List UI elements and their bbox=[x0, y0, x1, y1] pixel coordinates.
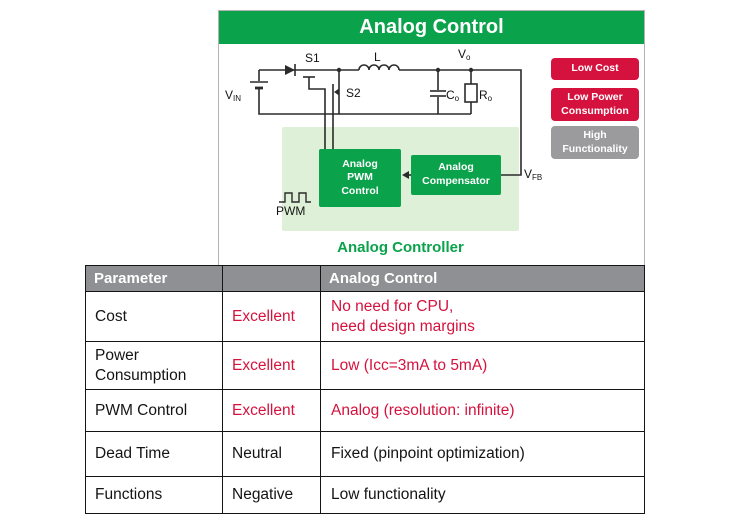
detail-cell: Fixed (pinpoint optimization) bbox=[320, 431, 645, 477]
rating-cell: Excellent bbox=[222, 389, 321, 432]
analog-compensator-block: Analog Compensator bbox=[411, 155, 501, 195]
vin-main: V bbox=[225, 88, 234, 102]
table-header-row: Parameter Analog Control bbox=[85, 265, 645, 292]
co-main: C bbox=[446, 88, 455, 102]
col-header-analog-control: Analog Control bbox=[320, 265, 645, 292]
high-functionality-badge: High Functionality bbox=[551, 126, 639, 159]
analog-pwm-control-block: Analog PWM Control bbox=[319, 149, 401, 207]
co-sub: o bbox=[454, 94, 460, 103]
detail-cell: Analog (resolution: infinite) bbox=[320, 389, 645, 432]
low-cost-badge: Low Cost bbox=[551, 58, 639, 80]
co-label: Co bbox=[446, 88, 459, 103]
vin-label: VIN bbox=[225, 88, 241, 103]
inductor-label: L bbox=[374, 50, 381, 64]
col-header-rating bbox=[222, 265, 321, 292]
vfb-sub: FB bbox=[532, 173, 543, 182]
param-cell: Functions bbox=[85, 476, 223, 514]
vfb-main: V bbox=[524, 167, 533, 181]
detail-cell: Low (Icc=3mA to 5mA) bbox=[320, 341, 645, 390]
ro-label: Ro bbox=[479, 88, 492, 103]
pwm-label: PWM bbox=[276, 204, 306, 218]
table-row-cost: Cost Excellent No need for CPU, need des… bbox=[85, 291, 645, 342]
rating-cell: Negative bbox=[222, 476, 321, 514]
ro-sub: o bbox=[487, 94, 493, 103]
detail-cell: Low functionality bbox=[320, 476, 645, 514]
analog-control-panel: Analog Control bbox=[218, 10, 645, 265]
panel-title: Analog Control bbox=[219, 11, 644, 44]
col-header-parameter: Parameter bbox=[85, 265, 223, 292]
param-cell: Power Consumption bbox=[85, 341, 223, 390]
vfb-label: VFB bbox=[524, 167, 542, 182]
rating-cell: Excellent bbox=[222, 291, 321, 342]
vo-label: Vo bbox=[458, 47, 470, 62]
table-row-power-consumption: Power Consumption Excellent Low (Icc=3mA… bbox=[85, 341, 645, 390]
analog-controller-caption: Analog Controller bbox=[337, 239, 464, 256]
ro-main: R bbox=[479, 88, 488, 102]
vin-sub: IN bbox=[233, 94, 242, 103]
rating-cell: Excellent bbox=[222, 341, 321, 390]
s1-label: S1 bbox=[305, 51, 320, 65]
low-power-consumption-badge: Low Power Consumption bbox=[551, 88, 639, 121]
param-cell: Cost bbox=[85, 291, 223, 342]
param-cell: PWM Control bbox=[85, 389, 223, 432]
rating-cell: Neutral bbox=[222, 431, 321, 477]
s2-label: S2 bbox=[346, 86, 361, 100]
vo-sub: o bbox=[466, 53, 471, 62]
comparison-table: Parameter Analog Control Cost Excellent … bbox=[85, 265, 645, 514]
param-cell: Dead Time bbox=[85, 431, 223, 477]
vo-main: V bbox=[458, 47, 467, 61]
circuit-diagram-area: Analog PWM Control Analog Compensator VI… bbox=[219, 44, 644, 265]
table-row-pwm-control: PWM Control Excellent Analog (resolution… bbox=[85, 389, 645, 432]
detail-cell: No need for CPU, need design margins bbox=[320, 291, 645, 342]
table-row-functions: Functions Negative Low functionality bbox=[85, 476, 645, 514]
table-row-dead-time: Dead Time Neutral Fixed (pinpoint optimi… bbox=[85, 431, 645, 477]
